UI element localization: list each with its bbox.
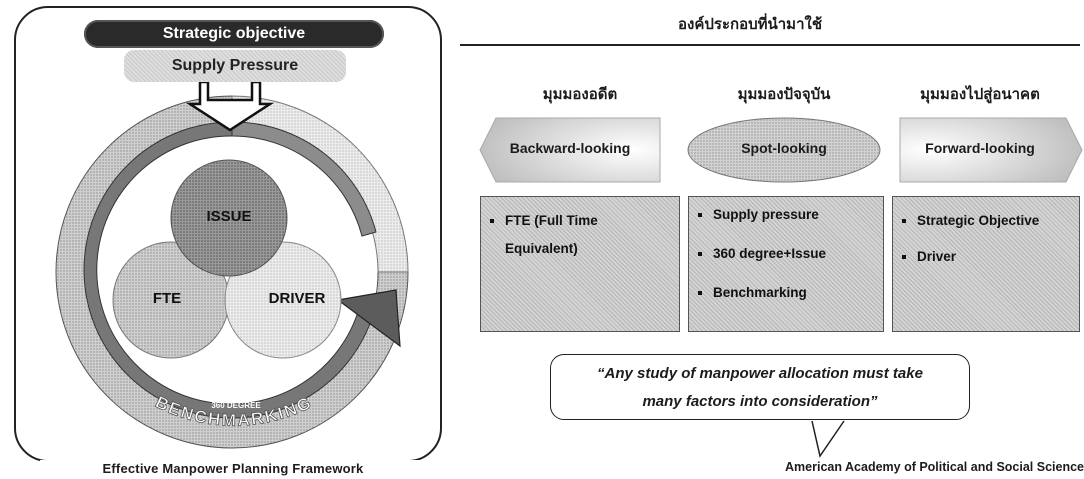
list-item: 360 degree+Issue (713, 246, 875, 261)
backward-looking-label: Backward-looking (509, 140, 631, 156)
degree-360-label: 360 DEGREE (211, 401, 261, 410)
looking-shapes (479, 117, 1083, 183)
list-item: Supply pressure (713, 207, 875, 222)
degree-360-arrow-top (231, 121, 377, 237)
present-components-box: Supply pressure 360 degree+Issue Benchma… (688, 196, 884, 332)
list-item: Driver (917, 249, 1071, 264)
driver-label: DRIVER (268, 290, 326, 307)
supply-down-arrow (185, 80, 275, 132)
backward-looking-shape (479, 117, 661, 183)
list-item: Benchmarking (713, 285, 875, 300)
driver-circle (224, 241, 342, 359)
strategic-objective-pill: Strategic objective (84, 20, 384, 48)
fte-label: FTE (152, 290, 182, 307)
forward-looking-label: Forward-looking (925, 140, 1035, 156)
arrow-head (336, 289, 401, 348)
present-components-list: Supply pressure 360 degree+Issue Benchma… (697, 207, 875, 300)
past-components-list: FTE (Full Time Equivalent) (489, 207, 671, 263)
supply-pressure-band: Supply Pressure (124, 50, 346, 82)
list-item: FTE (Full Time Equivalent) (505, 207, 671, 263)
past-components-box: FTE (Full Time Equivalent) (480, 196, 680, 332)
components-title: องค์ประกอบที่นำมาใช้ (678, 15, 822, 33)
future-components-list: Strategic Objective Driver (901, 207, 1071, 264)
list-item: Strategic Objective (917, 207, 1071, 235)
future-components-box: Strategic Objective Driver (892, 196, 1080, 332)
issue-circle (170, 159, 288, 277)
issue-label: ISSUE (206, 208, 252, 225)
perspective-present: มุมมองปัจจุบัน (737, 85, 831, 103)
spot-looking-shape (687, 117, 881, 183)
quote-callout: “Any study of manpower allocation must t… (550, 354, 970, 420)
quote-tail (810, 420, 845, 458)
perspective-future: มุมมองไปสู่อนาคต (920, 85, 1040, 103)
perspective-past: มุมมองอดีต (542, 85, 618, 103)
title-divider (460, 44, 1080, 46)
forward-looking-shape (899, 117, 1083, 183)
source-attribution: American Academy of Political and Social… (785, 460, 1084, 474)
spot-looking-label: Spot-looking (741, 140, 827, 156)
framework-caption: Effective Manpower Planning Framework (40, 460, 426, 478)
framework-diagram: 360 DEGREE BENCHMARKING (55, 80, 409, 449)
quote-line-2: many factors into consideration” (642, 393, 878, 410)
quote-line-1: “Any study of manpower allocation must t… (597, 365, 923, 382)
